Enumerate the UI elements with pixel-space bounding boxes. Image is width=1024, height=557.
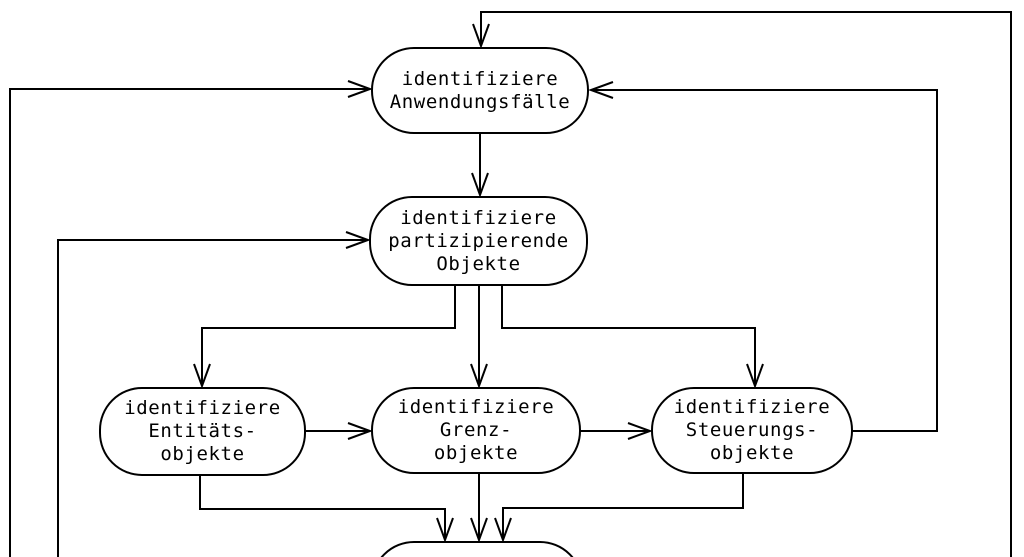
node-label-line: identifiziere <box>401 67 559 90</box>
edge-partizipierende-to-steuerungs <box>501 283 764 389</box>
node-identifiziere-steuerungsobjekte: identifiziere Steuerungs- objekte <box>651 387 853 474</box>
node-identifiziere-partizipierende-objekte: identifiziere partizipierende Objekte <box>369 196 588 286</box>
node-label-line: Grenz- <box>439 419 513 441</box>
node-identifiziere-anwendungsfaelle: identifiziere Anwendungsfälle <box>371 47 589 134</box>
edge-feedback-left-outer <box>9 80 373 557</box>
node-label-line: Entitäts- <box>148 420 257 442</box>
node-label-line: objekte <box>433 442 519 464</box>
edge-steuerungs-to-bottom <box>494 473 744 543</box>
edge-loop-right-to-top <box>472 11 1012 557</box>
node-label-line: identifiziere <box>673 396 831 418</box>
node-bottom-partial <box>371 541 583 557</box>
node-label-line: Steuerungs- <box>685 419 819 441</box>
edge-feedback-left-inner <box>57 231 371 557</box>
node-identifiziere-entitaetsobjekte: identifiziere Entitäts- objekte <box>99 387 306 476</box>
node-label-line: Objekte <box>436 252 521 275</box>
node-label-line: objekte <box>709 442 795 464</box>
node-label-line: identifiziere <box>400 206 557 229</box>
node-label-line: identifiziere <box>397 396 555 418</box>
edge-entitaets-to-bottom <box>199 475 454 543</box>
node-label-line: Anwendungsfälle <box>389 90 571 113</box>
node-identifiziere-grenzobjekte: identifiziere Grenz- objekte <box>371 387 581 474</box>
node-label-line: partizipierende <box>388 229 569 252</box>
node-label-line: identifiziere <box>124 397 281 419</box>
edge-partizipierende-to-entitaets <box>193 283 456 389</box>
edge-steuerungs-to-anwendungsfaelle <box>588 81 938 432</box>
node-label-line: objekte <box>160 443 245 465</box>
